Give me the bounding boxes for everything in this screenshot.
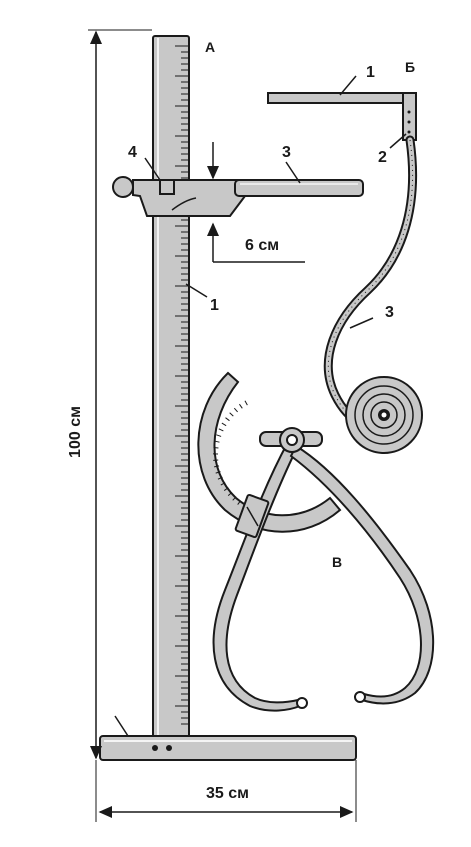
part-label-b-3: 3 [385, 304, 394, 321]
arc-tick [214, 465, 220, 468]
arc-tick [221, 422, 227, 427]
arc-tick [237, 500, 242, 505]
tape-hook [402, 92, 417, 141]
anthropometer-base [99, 735, 357, 761]
measuring-tape [267, 75, 423, 454]
leader-line [339, 75, 357, 96]
caliper-tip [354, 691, 366, 703]
rod-scale-ticks [175, 45, 189, 725]
caliper-hinge [259, 427, 323, 453]
tape-roll [345, 376, 423, 454]
part-label-a-3: 3 [282, 144, 291, 161]
arc-tick [218, 428, 224, 432]
base-width-label: 35 см [206, 785, 249, 802]
arc-tick [227, 492, 233, 497]
panel-letter-a: А [205, 39, 215, 55]
part-label-a-4: 4 [128, 144, 137, 161]
part-label-b-2: 2 [378, 149, 387, 166]
tape-end-plate [267, 92, 411, 104]
panel-letter-c: В [332, 554, 342, 570]
leader-line [114, 715, 129, 737]
height-dimension [88, 29, 152, 760]
arc-tick [232, 496, 237, 501]
anthropometer-slider [112, 176, 246, 217]
slider-gap-label: 6 см [245, 237, 279, 254]
arc-tick [217, 476, 223, 480]
caliper-left-leg [212, 440, 302, 712]
arc-tick [244, 400, 248, 406]
base-rivet [152, 745, 158, 751]
leader-line [185, 283, 208, 298]
height-label: 100 см [67, 406, 84, 458]
leader-line [285, 161, 301, 184]
caliper-tip [296, 697, 308, 709]
caliper [197, 371, 435, 712]
leader-line [389, 133, 407, 149]
arc-tick [216, 434, 222, 437]
leader-line [144, 157, 161, 181]
arc-tick [239, 403, 243, 409]
arc-tick [220, 482, 226, 486]
arc-tick [214, 440, 220, 443]
arc-tick [213, 446, 219, 449]
base-rivet [166, 745, 172, 751]
part-label-b-1: 1 [366, 64, 375, 81]
arc-tick [225, 417, 230, 422]
slider-gap-dimension [207, 142, 305, 263]
leader-line [349, 317, 374, 329]
panel-letter-b: Б [405, 59, 415, 75]
arc-tick [215, 471, 221, 474]
arc-tick [229, 412, 234, 417]
arc-tick [233, 407, 238, 413]
part-label-a-1: 1 [210, 297, 219, 314]
arc-tick [223, 487, 229, 491]
anthropometer [88, 29, 364, 822]
caliper-right-leg [289, 444, 435, 705]
width-dimension [95, 760, 357, 822]
